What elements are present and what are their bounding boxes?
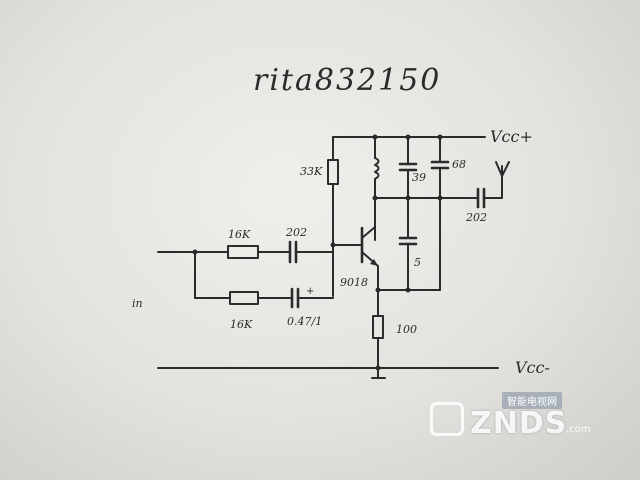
inductor [374,136,380,241]
capacitor-5-label: 5 [414,256,421,269]
bias-resistor [327,136,339,297]
znds-watermark: 智能电视网 ZNDS .com [430,388,600,448]
collector-node [372,195,479,201]
input-capacitor-1-label: 202 [285,226,307,239]
input-resistor-1-label: 16K [228,228,251,241]
watermark-caption: 智能电视网 [502,392,562,409]
watermark-logo-text: ZNDS [470,406,568,441]
svg-text:+: + [306,286,314,297]
capacitor-39 [398,136,418,199]
base-wire [330,242,363,248]
bias-resistor-label: 33K [300,165,323,178]
tv-icon [430,402,464,436]
input-network: + [157,240,334,309]
diagram-title: rita832150 [253,63,441,98]
vcc-plus-label: Vcc+ [490,127,533,146]
emitter-node [371,287,441,379]
capacitor-68-label: 68 [452,158,466,171]
input-capacitor-2-label: 0.47/1 [287,315,322,328]
input-resistor-2-label: 16K [230,318,253,331]
output-capacitor-label: 202 [465,211,487,224]
capacitor-68 [430,136,450,291]
output-capacitor [476,187,503,209]
transistor-icon [360,221,379,291]
transistor-label: 9018 [340,276,368,289]
antenna-icon [495,161,510,199]
emitter-resistor-label: 100 [396,323,417,336]
input-label: in [132,297,143,310]
watermark-suffix: .com [566,424,591,435]
vcc-minus-label: Vcc- [515,358,550,377]
capacitor-5 [398,197,418,291]
capacitor-39-label: 39 [412,171,426,184]
